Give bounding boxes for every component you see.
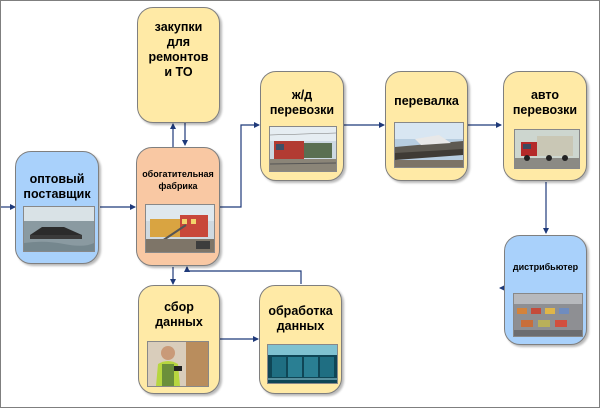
worker-scanner-photo: [147, 341, 209, 387]
node-data-processing: обработка данных: [259, 285, 342, 394]
warehouse-photo: [513, 293, 583, 337]
node-label: обработка данных: [268, 304, 333, 333]
node-distributor: дистрибьютер: [504, 235, 587, 345]
node-label: обогатительная фабрика: [142, 169, 214, 191]
node-auto: авто перевозки: [503, 71, 587, 181]
node-label: оптовый поставщик: [23, 172, 91, 201]
server-room-photo: [267, 344, 338, 384]
node-label: перевалка: [394, 94, 459, 108]
node-label: закупки для ремонтов и ТО: [148, 20, 209, 79]
node-label: дистрибьютер: [512, 262, 579, 272]
truck-photo: [514, 129, 580, 169]
coal-barge-photo: [23, 206, 95, 252]
node-transshipment: перевалка: [385, 71, 468, 181]
node-procurement: закупки для ремонтов и ТО: [137, 7, 220, 123]
node-label: авто перевозки: [512, 88, 578, 117]
rail-wagons-photo: [394, 122, 464, 168]
node-wholesale-supplier: оптовый поставщик: [15, 151, 99, 264]
arrow-plant-to-rail: [220, 122, 260, 208]
train-photo: [269, 126, 337, 172]
node-data-collection: сбор данных: [138, 285, 220, 394]
node-label: ж/д перевозки: [269, 88, 335, 117]
arrow-processing-to-plant: [184, 266, 302, 284]
node-label: сбор данных: [155, 300, 203, 329]
plant-conveyor-photo: [145, 204, 215, 253]
node-processing-plant: обогатительная фабрика: [136, 147, 220, 266]
node-rail: ж/д перевозки: [260, 71, 344, 181]
